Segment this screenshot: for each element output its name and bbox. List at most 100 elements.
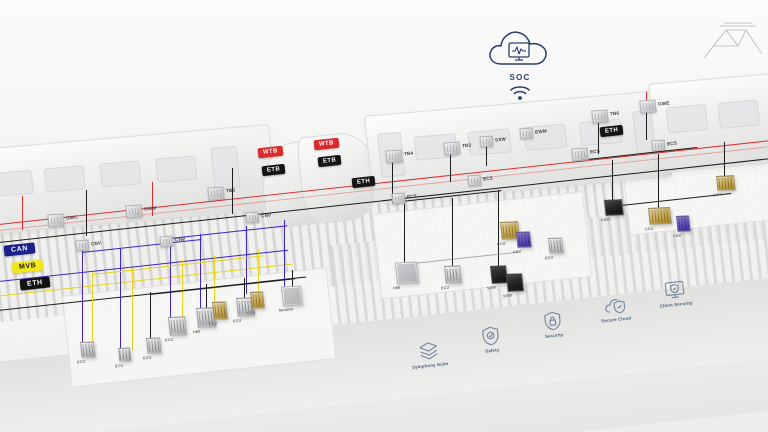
equipment-vents xyxy=(147,339,160,352)
network-node-ecs[interactable] xyxy=(467,174,482,187)
equipment-vents xyxy=(650,209,669,223)
eth-drop xyxy=(724,142,725,178)
mvb-drop xyxy=(132,268,133,350)
equipment-chassis xyxy=(168,316,188,336)
can-drop xyxy=(82,250,83,346)
equipment-chassis xyxy=(716,175,736,191)
eth-drop xyxy=(150,292,151,350)
equipment-chassis xyxy=(516,231,532,248)
eth-drop xyxy=(486,142,487,166)
feature-f-security[interactable]: Security xyxy=(521,307,586,342)
equipment-chassis xyxy=(250,291,265,309)
soc-block[interactable]: SOC xyxy=(476,24,564,82)
wifi-icon xyxy=(510,86,530,100)
can-drop xyxy=(170,238,171,320)
eth-drop xyxy=(206,284,207,326)
can-drop xyxy=(246,226,247,294)
soc-label: SOC xyxy=(509,73,531,82)
eth-drop xyxy=(658,154,659,210)
eth-drop xyxy=(404,204,405,262)
equipment-eq-ecu3[interactable] xyxy=(168,316,188,336)
eth-drop xyxy=(292,270,293,298)
network-node-cnv[interactable] xyxy=(159,235,174,248)
equipment-eq-sil1[interactable] xyxy=(548,237,564,254)
feature-f-cloud[interactable]: Secure Cloud xyxy=(583,291,648,326)
network-node-tb3[interactable] xyxy=(443,141,461,156)
train-window xyxy=(0,169,35,198)
network-node-ewm[interactable] xyxy=(519,127,534,140)
can-drop xyxy=(200,234,201,310)
cloud-monitor-icon xyxy=(489,31,547,65)
feature-f-client[interactable]: Client Security xyxy=(643,276,708,311)
train-window xyxy=(665,104,709,134)
eth-drop xyxy=(392,156,393,200)
equipment-vents xyxy=(549,239,562,252)
network-node-cnv[interactable] xyxy=(245,211,260,224)
network-node-cnv[interactable] xyxy=(75,239,90,252)
eth-drop xyxy=(452,198,453,266)
network-node-tb4[interactable] xyxy=(385,149,403,164)
equipment-label-eq-hmi1: HMI xyxy=(192,329,201,335)
equipment-eq-purp1[interactable] xyxy=(516,231,532,248)
equipment-eq-gold1[interactable] xyxy=(212,301,228,320)
train-window xyxy=(155,155,198,183)
monitor-shield-icon xyxy=(643,276,707,305)
feature-f-safety[interactable]: Safety xyxy=(459,322,524,357)
network-node-label-tb5: TB5 xyxy=(225,187,236,194)
equipment-vents xyxy=(502,223,518,238)
eth-drop xyxy=(598,118,599,154)
equipment-chassis xyxy=(604,199,624,216)
cloud-shield-icon xyxy=(583,291,647,320)
network-node-ssw[interactable] xyxy=(479,135,494,148)
network-node-ecs[interactable] xyxy=(571,147,589,162)
network-node-tb6[interactable] xyxy=(591,109,609,124)
network-node-gwm[interactable] xyxy=(125,204,143,219)
network-node-label-ecs: ECS xyxy=(589,148,601,155)
mvb-drop xyxy=(92,272,93,350)
network-node-gwe[interactable] xyxy=(639,99,657,114)
equipment-eq-gold2[interactable] xyxy=(250,291,265,309)
network-node-label-tb6: TB6 xyxy=(609,110,620,117)
network-node-gwc[interactable] xyxy=(47,213,65,228)
equipment-eq-mon1[interactable] xyxy=(280,285,304,307)
train-door xyxy=(210,145,241,190)
network-node-label-tb4: TB4 xyxy=(403,150,414,157)
network-node-ecs[interactable] xyxy=(391,192,406,205)
pantograph-icon xyxy=(703,22,763,59)
drop-line-black xyxy=(232,168,233,214)
equipment-eq-purp2[interactable] xyxy=(676,215,691,232)
equipment-vents xyxy=(81,343,94,356)
equipment-chassis xyxy=(676,215,691,232)
feature-f-symphony[interactable]: Symphony Suite xyxy=(397,337,462,372)
equipment-eq-gold5[interactable] xyxy=(716,175,736,191)
equipment-vents xyxy=(677,217,689,230)
equipment-vents xyxy=(213,304,227,318)
network-node-tb5[interactable] xyxy=(207,186,225,201)
train-window xyxy=(717,99,761,129)
eth-drop xyxy=(498,190,499,268)
equipment-chassis xyxy=(212,301,228,320)
wifi-block xyxy=(500,84,540,107)
equipment-eq-ecu1[interactable] xyxy=(80,341,96,358)
shield-lock-icon xyxy=(521,307,585,336)
can-drop xyxy=(284,220,285,290)
mvb-drop xyxy=(258,250,259,300)
equipment-vents xyxy=(718,177,734,189)
equipment-eq-gold4[interactable] xyxy=(648,207,672,225)
eth-drop xyxy=(646,110,647,140)
equipment-eq-ecu2[interactable] xyxy=(118,347,132,362)
equipment-eq-ecu4[interactable] xyxy=(146,337,162,354)
network-node-label-ecs: ECS xyxy=(482,175,494,182)
network-node-ecs[interactable] xyxy=(651,139,666,152)
equipment-vents xyxy=(119,349,130,360)
mvb-drop xyxy=(182,260,183,324)
network-node-label-tb3: TB3 xyxy=(461,142,472,149)
network-node-label-ecs: ECS xyxy=(406,193,418,200)
equipment-eq-dark1[interactable] xyxy=(604,199,624,216)
eth-drop xyxy=(244,278,245,314)
shield-check-icon xyxy=(459,322,523,351)
monitor-screen xyxy=(280,285,304,307)
eth-drop xyxy=(450,148,451,182)
